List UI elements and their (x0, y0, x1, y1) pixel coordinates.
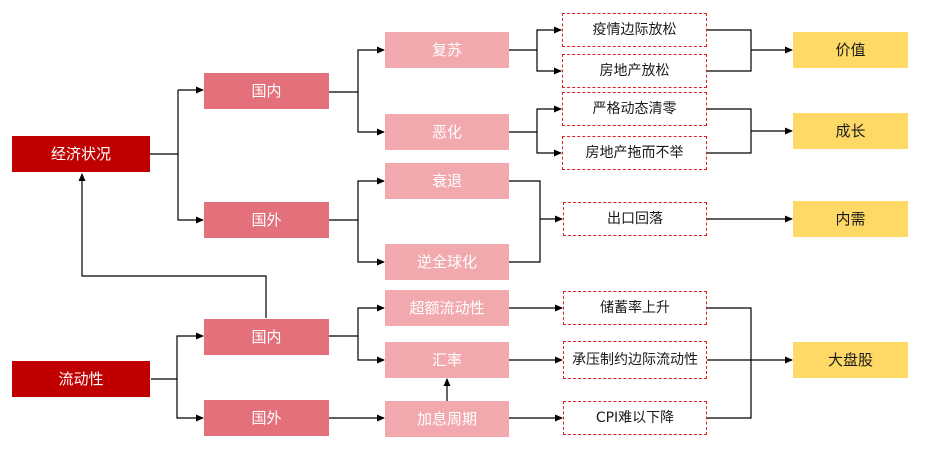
mechanism-export-decline: 出口回落 (563, 202, 707, 236)
mechanism-strict-zero-covid: 严格动态清零 (562, 92, 707, 126)
liquidity-domestic: 国内 (204, 319, 329, 355)
economy-domestic: 国内 (204, 73, 329, 109)
root-economic-condition: 经济状况 (12, 136, 150, 172)
liquidity-overseas: 国外 (204, 400, 329, 436)
mechanism-epidemic-easing: 疫情边际放松 (562, 13, 707, 47)
economy-recovery: 复苏 (385, 32, 509, 68)
mechanism-property-easing: 房地产放松 (562, 54, 707, 88)
root-liquidity: 流动性 (12, 361, 150, 397)
mechanism-cpi-sticky: CPI难以下降 (563, 401, 707, 435)
economy-deterioration: 恶化 (385, 114, 509, 150)
liquidity-excess: 超额流动性 (385, 290, 509, 326)
mechanism-savings-rise: 储蓄率上升 (563, 291, 707, 325)
economy-deglobalization: 逆全球化 (385, 244, 509, 280)
economy-recession: 衰退 (385, 163, 509, 199)
outcome-value: 价值 (793, 32, 908, 68)
mechanism-property-drag: 房地产拖而不举 (562, 136, 707, 170)
outcome-domestic-demand: 内需 (793, 201, 908, 237)
economy-overseas: 国外 (204, 202, 329, 238)
outcome-large-cap: 大盘股 (793, 342, 908, 378)
mechanism-fx-pressure: 承压制约边际流动性 (563, 341, 707, 379)
liquidity-rate-hike-cycle: 加息周期 (385, 401, 509, 437)
liquidity-exchange-rate: 汇率 (385, 342, 509, 378)
outcome-growth: 成长 (793, 113, 908, 149)
